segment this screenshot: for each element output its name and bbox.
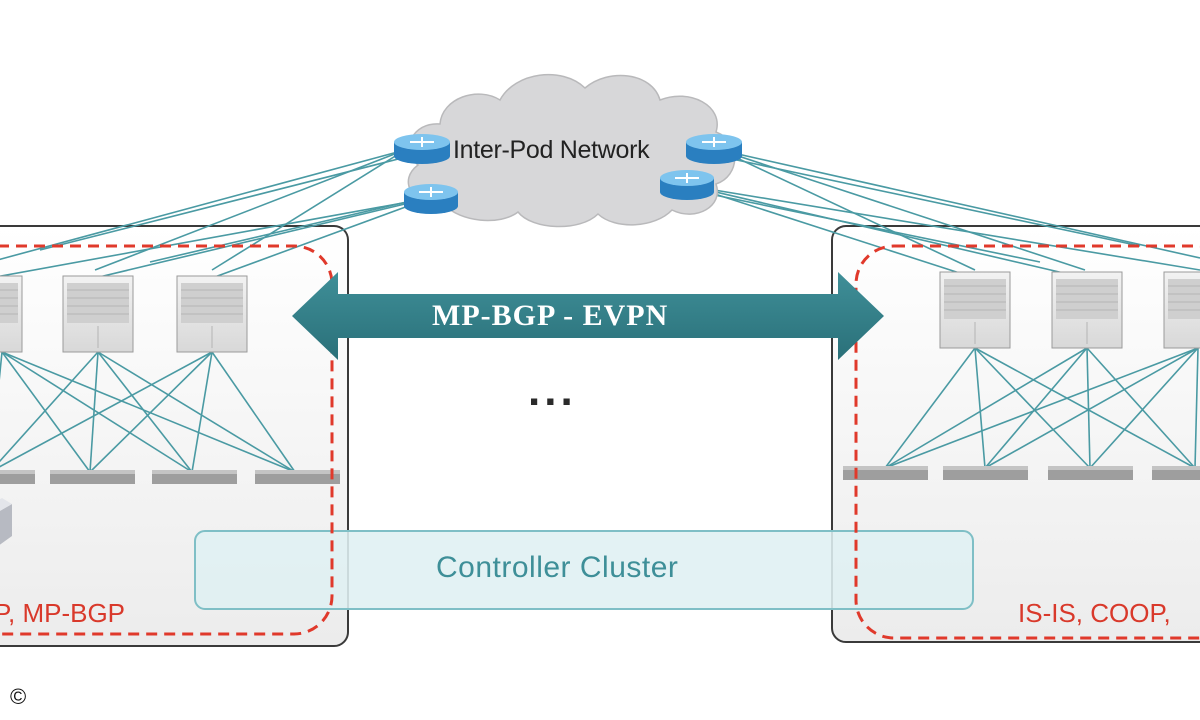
controller-cluster-bar	[194, 530, 974, 610]
spine-switch-icon	[62, 275, 134, 353]
spine-switch-icon	[176, 275, 248, 353]
right-fabric-links	[884, 347, 1199, 469]
copyright-icon: ©	[10, 684, 27, 709]
leaf-switch-icon	[0, 470, 35, 484]
leaf-switch-icon	[843, 466, 928, 480]
spine-switch-icon	[1051, 271, 1123, 349]
spine-switch-icon	[939, 271, 1011, 349]
controller-cluster-label: Controller Cluster	[436, 551, 679, 584]
server-cube-icon	[0, 498, 12, 545]
router-icon	[394, 134, 450, 164]
spine-switch-icon	[1163, 271, 1200, 349]
leaf-switch-icon	[255, 470, 340, 484]
router-icon	[660, 170, 714, 200]
leaf-switch-icon	[152, 470, 237, 484]
more-pods-ellipsis: ...	[528, 366, 577, 415]
overlay-arrow-label: MP-BGP - EVPN	[432, 299, 669, 332]
leaf-switch-icon	[943, 466, 1028, 480]
left-fabric-links	[0, 351, 296, 473]
pod-left-protocols: P, MP-BGP	[0, 598, 126, 628]
cloud-label: Inter-Pod Network	[453, 136, 650, 164]
pod-right-boundary	[854, 244, 1200, 640]
pod-right-protocols: IS-IS, COOP,	[1018, 598, 1171, 628]
leaf-switch-icon	[1048, 466, 1133, 480]
interpod-uplinks	[0, 149, 1200, 279]
router-icon	[686, 134, 742, 164]
mpbgp-evpn-arrow	[292, 272, 884, 360]
pod-left-boundary	[0, 244, 334, 636]
cloud-icon	[407, 74, 736, 228]
router-icon	[404, 184, 458, 214]
leaf-switch-icon	[1152, 466, 1200, 480]
leaf-switch-icon	[50, 470, 135, 484]
spine-switch-icon	[0, 275, 23, 353]
